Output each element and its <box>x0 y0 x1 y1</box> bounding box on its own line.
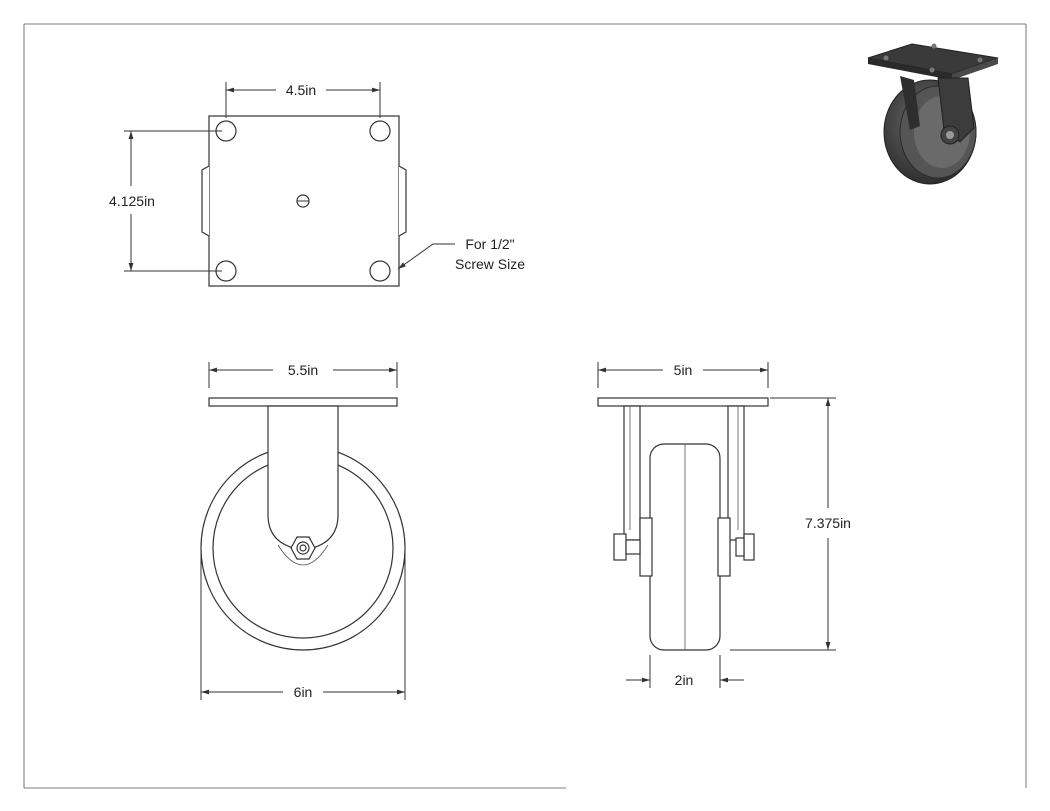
axle-nut-side <box>743 533 755 561</box>
caster-3d-render <box>867 43 999 185</box>
drawing-frame <box>23 23 1027 789</box>
top-view: 4.5in 4.125in For 1/2" Screw Size <box>109 82 525 287</box>
top-plate-side <box>597 397 769 407</box>
hub-left <box>639 517 653 577</box>
mount-hole-br <box>369 260 391 282</box>
screw-note-line2: Screw Size <box>455 256 525 272</box>
front-view: 5.5in 6in <box>200 362 406 700</box>
dim-wheel-width: 2in <box>675 672 694 688</box>
left-tab <box>201 165 210 237</box>
top-plate-front <box>208 397 398 407</box>
dim-plate-length: 5in <box>674 362 693 378</box>
fork-leg <box>267 405 339 551</box>
dim-hole-spacing-x: 4.5in <box>286 82 316 98</box>
hub-right <box>717 517 731 577</box>
dim-hole-spacing-y: 4.125in <box>109 193 155 209</box>
mount-hole-tr <box>369 120 391 142</box>
fork-left <box>623 405 641 541</box>
dim-plate-width: 5.5in <box>288 362 318 378</box>
dim-wheel-diameter: 6in <box>294 684 313 700</box>
screw-note-line1: For 1/2" <box>465 236 514 252</box>
side-view: 5in 7.375in 2in <box>597 362 851 688</box>
axle-head <box>613 533 627 561</box>
dim-overall-height: 7.375in <box>805 515 851 531</box>
right-tab <box>398 165 407 237</box>
